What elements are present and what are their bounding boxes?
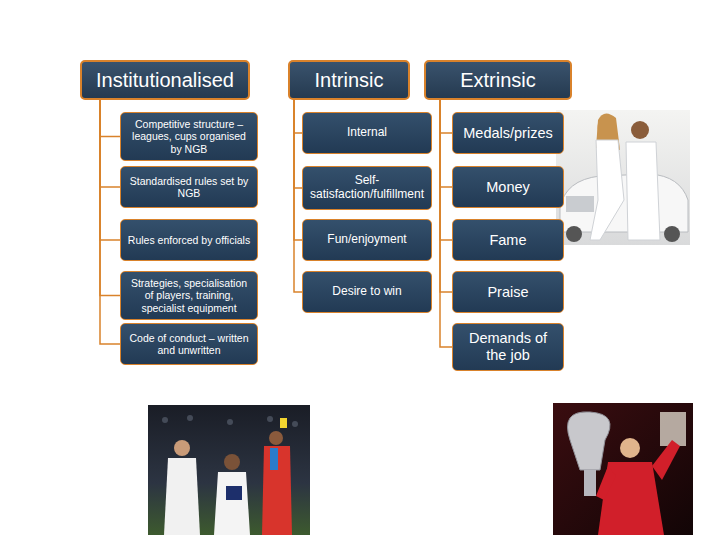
- category-header: Institutionalised: [80, 60, 250, 100]
- box-text: Fun/enjoyment: [327, 233, 406, 247]
- list-item-box: Fun/enjoyment: [302, 219, 432, 261]
- category-header: Extrinsic: [424, 60, 572, 100]
- box-text: Standardised rules set by NGB: [127, 175, 251, 199]
- list-item-box: Rules enforced by officials: [120, 219, 258, 261]
- box-text: Competitive structure – leagues, cups or…: [127, 118, 251, 154]
- trophy-photo: [553, 403, 693, 535]
- box-text: Extrinsic: [460, 69, 536, 92]
- box-text: Code of conduct – written and unwritten: [127, 332, 251, 356]
- box-text: Self-satisfaction/fulfillment: [309, 174, 425, 202]
- hierarchy-connector: [440, 100, 452, 187]
- box-text: Internal: [347, 126, 387, 140]
- hierarchy-connector: [440, 100, 452, 292]
- celebrity-photo: [556, 110, 690, 245]
- box-text: Medals/prizes: [463, 125, 552, 142]
- box-text: Rules enforced by officials: [128, 234, 250, 246]
- hierarchy-connector: [294, 100, 302, 240]
- list-item-box: Strategies, specialisation of players, t…: [120, 271, 258, 320]
- box-text: Strategies, specialisation of players, t…: [127, 277, 251, 313]
- rugby-photo: [148, 405, 310, 535]
- hierarchy-connector: [100, 100, 120, 296]
- hierarchy-connector: [100, 100, 120, 344]
- list-item-box: Code of conduct – written and unwritten: [120, 323, 258, 365]
- hierarchy-connector: [440, 100, 452, 347]
- box-text: Institutionalised: [96, 69, 234, 92]
- list-item-box: Internal: [302, 112, 432, 154]
- box-text: Fame: [489, 232, 526, 249]
- list-item-box: Standardised rules set by NGB: [120, 166, 258, 208]
- hierarchy-connector: [294, 100, 302, 188]
- list-item-box: Fame: [452, 219, 564, 261]
- category-header: Intrinsic: [288, 60, 410, 100]
- box-text: Money: [486, 179, 530, 196]
- list-item-box: Medals/prizes: [452, 112, 564, 154]
- list-item-box: Praise: [452, 271, 564, 313]
- box-text: Demands of the job: [459, 330, 557, 363]
- hierarchy-connector: [100, 100, 120, 137]
- hierarchy-connector: [294, 100, 302, 292]
- list-item-box: Demands of the job: [452, 323, 564, 371]
- list-item-box: Desire to win: [302, 271, 432, 313]
- list-item-box: Self-satisfaction/fulfillment: [302, 166, 432, 210]
- hierarchy-connector: [440, 100, 452, 133]
- hierarchy-connector: [294, 100, 302, 133]
- box-text: Praise: [487, 284, 528, 301]
- hierarchy-connector: [100, 100, 120, 187]
- hierarchy-connector: [100, 100, 120, 240]
- list-item-box: Competitive structure – leagues, cups or…: [120, 112, 258, 161]
- list-item-box: Money: [452, 166, 564, 208]
- box-text: Desire to win: [332, 285, 401, 299]
- hierarchy-connector: [440, 100, 452, 240]
- box-text: Intrinsic: [315, 69, 384, 92]
